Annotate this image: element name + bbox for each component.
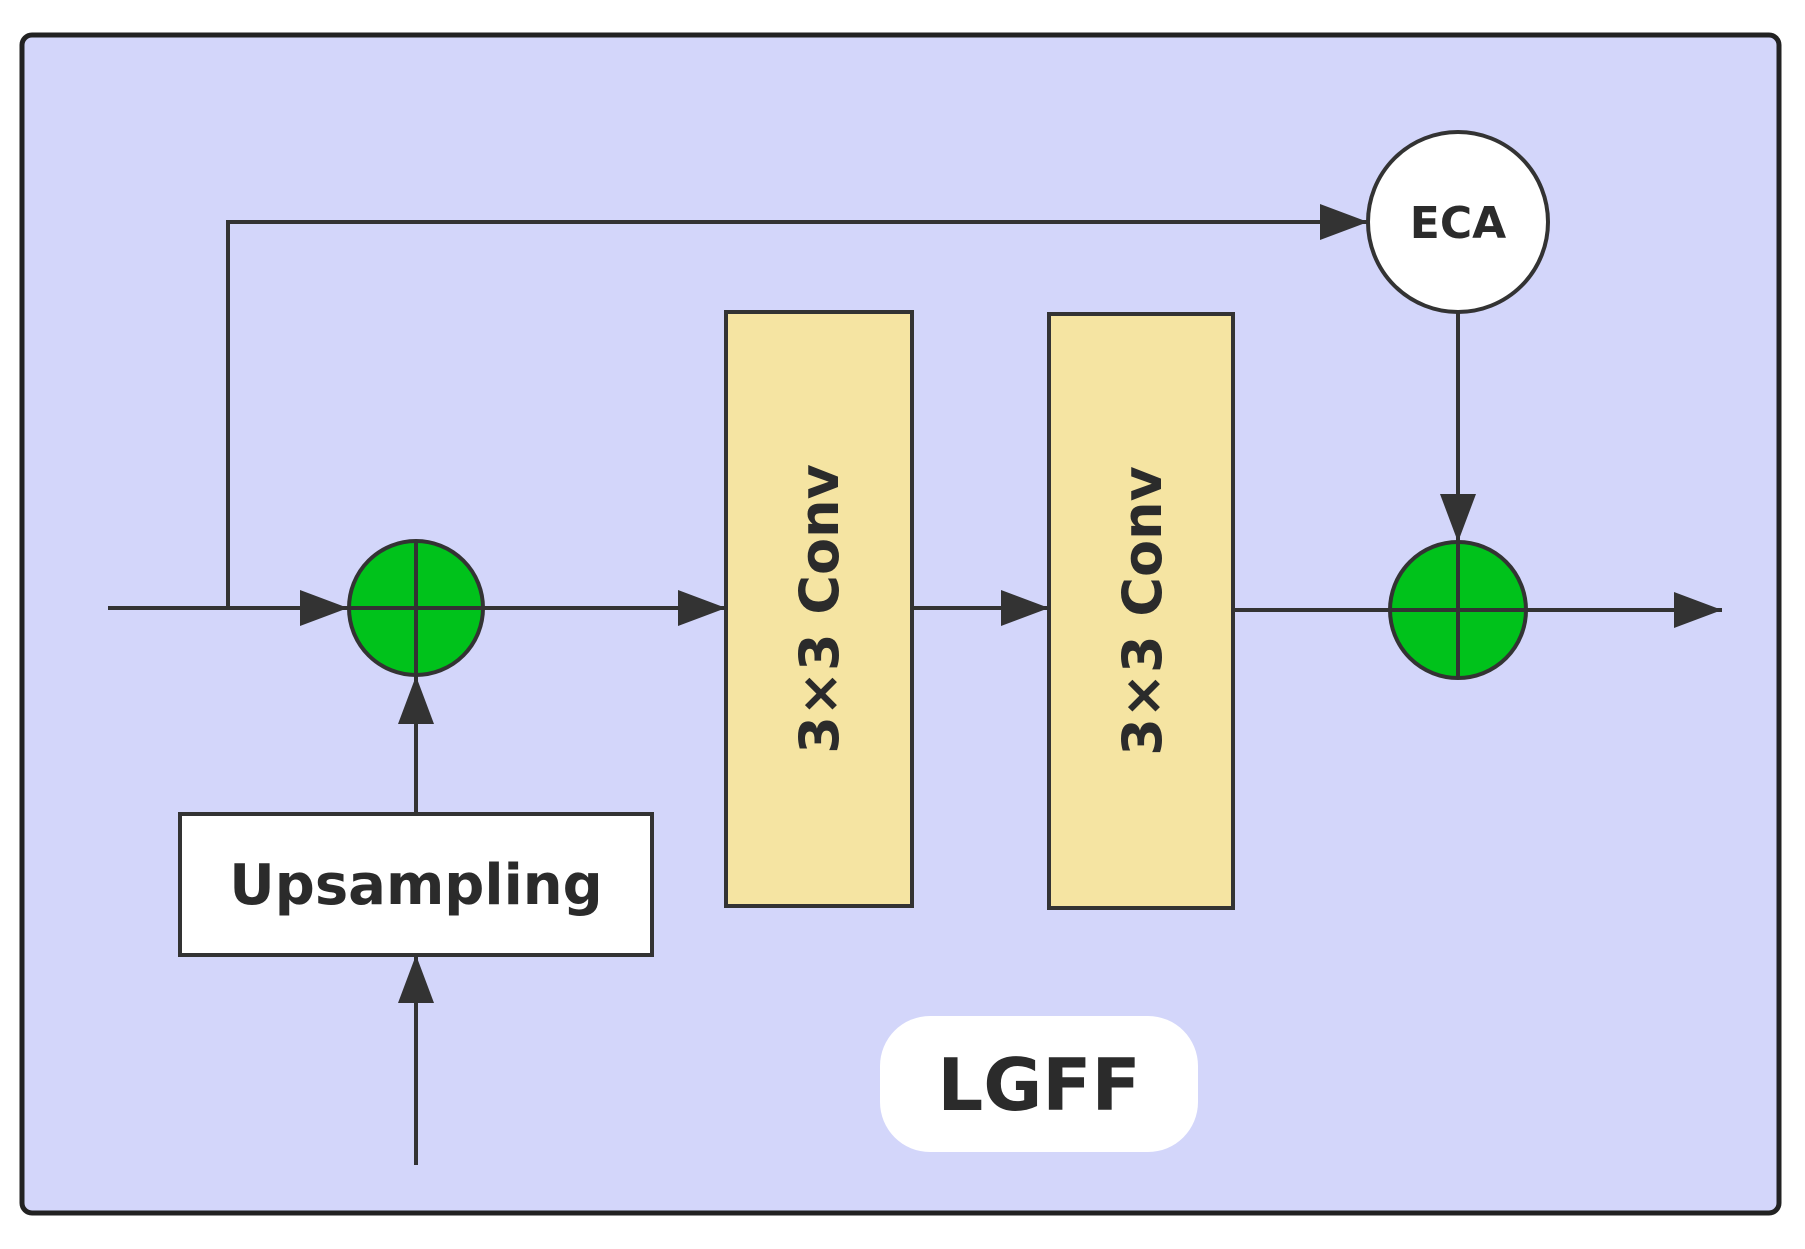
conv-block-2-label: 3×3 Conv [1111,466,1174,756]
lgff-title-box [880,1016,1198,1152]
upsampling-label: Upsampling [229,853,602,918]
conv-block-2: 3×3 Conv [1047,312,1235,910]
adder-1 [347,539,485,677]
adder-2 [1388,540,1528,680]
upsampling-block: Upsampling [178,812,654,957]
skip-connection-arrow [226,204,1368,608]
lgff-title-badge: LGFF [880,1016,1198,1152]
connections [108,204,1722,1165]
eca-circle [1366,130,1550,314]
conv-block-2-box [1047,312,1235,910]
conv-block-1-box [724,310,914,908]
eca-node: ECA [1366,130,1550,314]
upsampling-box [178,812,654,957]
conv-block-1-label: 3×3 Conv [788,464,851,754]
eca-label: ECA [1410,198,1506,249]
lgff-title: LGFF [937,1043,1140,1127]
conv-block-1: 3×3 Conv [724,310,914,908]
